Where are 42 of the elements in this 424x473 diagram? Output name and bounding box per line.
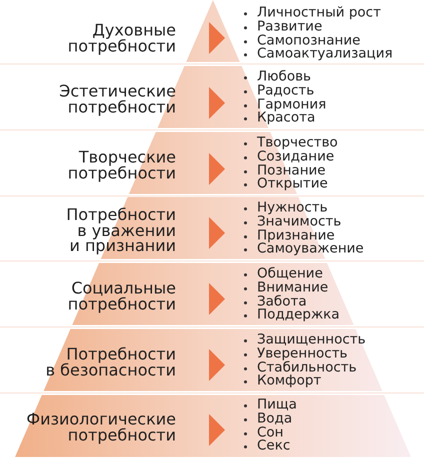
- pyramid-tier: [0, 132, 424, 198]
- pyramid-tier: [0, 0, 424, 66]
- bullet-item: Стабильность: [243, 361, 366, 375]
- bullet-item: Личностный рост: [243, 6, 393, 20]
- bullet-item: Вода: [243, 412, 297, 426]
- bullet-item: Самоуважение: [243, 242, 364, 257]
- bullet-item: Пища: [243, 398, 297, 412]
- pyramid-tier: [0, 197, 424, 263]
- tier-label: Потребности в безопасности: [46, 346, 176, 378]
- bullet-item: Защищенность: [243, 333, 366, 348]
- tier-label: Физиологические потребности: [26, 412, 176, 442]
- pyramid-tier: [15, 395, 411, 457]
- bullet-item: Творчество: [243, 136, 338, 150]
- bullet-item: Гармония: [243, 98, 326, 112]
- tier-label: Духовные потребности: [68, 22, 176, 54]
- pyramid-tier: [0, 66, 424, 132]
- bullet-item: Сон: [243, 426, 297, 440]
- bullet-item: Самопознание: [243, 34, 393, 48]
- bullet-item: Открытие: [243, 178, 338, 192]
- bullet-item: Самоактуализация: [243, 48, 393, 62]
- bullet-item: Общение: [243, 267, 340, 282]
- bullet-item: Любовь: [243, 70, 326, 84]
- pyramid-tier: [0, 263, 424, 329]
- bullet-item: Уверенность: [243, 347, 366, 361]
- tier-label: Социальные потребности: [68, 280, 176, 312]
- bullet-item: Секс: [243, 440, 297, 454]
- bullet-item: Признание: [243, 229, 364, 243]
- bullet-item: Нужность: [243, 201, 364, 216]
- bullet-item: Познание: [243, 164, 338, 178]
- tier-label: Потребности в уважении и признании: [66, 206, 176, 254]
- bullet-item: Значимость: [243, 215, 364, 229]
- bullet-item: Созидание: [243, 150, 338, 164]
- bullet-item: Радость: [243, 84, 326, 98]
- bullet-item: Внимание: [243, 281, 340, 295]
- bullet-item: Красота: [243, 112, 326, 126]
- tier-label: Творческие потребности: [68, 150, 176, 180]
- tier-label: Эстетические потребности: [59, 84, 176, 114]
- bullet-item: Комфорт: [243, 374, 366, 389]
- bullet-item: Развитие: [243, 20, 393, 34]
- bullet-item: Поддержка: [243, 308, 340, 323]
- pyramid-tier: [0, 329, 424, 395]
- bullet-item: Забота: [243, 295, 340, 309]
